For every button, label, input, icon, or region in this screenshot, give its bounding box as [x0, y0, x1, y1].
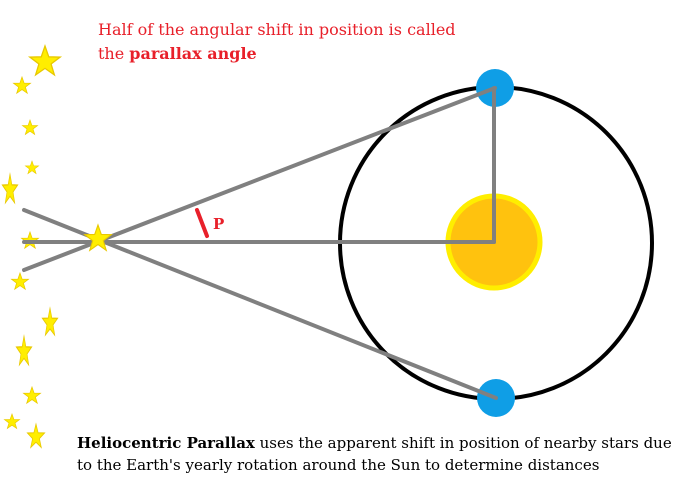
parallax-definition-caption: Half of the angular shift in position is…: [98, 18, 518, 66]
background-star-icon: [10, 272, 30, 290]
caption-line-2-prefix: the: [98, 44, 130, 63]
background-star-icon: [21, 119, 39, 135]
background-star-icon: [1, 173, 19, 204]
caption-heliocentric-parallax-description: uses the apparent shift in position of n…: [77, 434, 672, 474]
caption-parallax-angle-term: parallax angle: [129, 44, 257, 63]
background-star-icon: [24, 160, 40, 175]
background-star-icon: [41, 307, 59, 336]
background-star-icon: [3, 413, 21, 429]
caption-line-1: Half of the angular shift in position is…: [98, 20, 456, 39]
background-star-icon: [22, 386, 42, 404]
parallax-angle-label: P: [213, 215, 224, 233]
caption-line-2: the parallax angle: [98, 42, 518, 66]
heliocentric-parallax-caption: Heliocentric Parallax uses the apparent …: [77, 432, 687, 476]
caption-heliocentric-parallax-term: Heliocentric Parallax: [77, 434, 255, 452]
background-star-icon: [12, 76, 32, 94]
background-star-icon: [15, 335, 33, 366]
background-star-icon: [26, 423, 46, 449]
background-star-icon: [28, 45, 62, 76]
parallax-angle-marker: [195, 208, 209, 238]
background-stars: [1, 45, 62, 449]
